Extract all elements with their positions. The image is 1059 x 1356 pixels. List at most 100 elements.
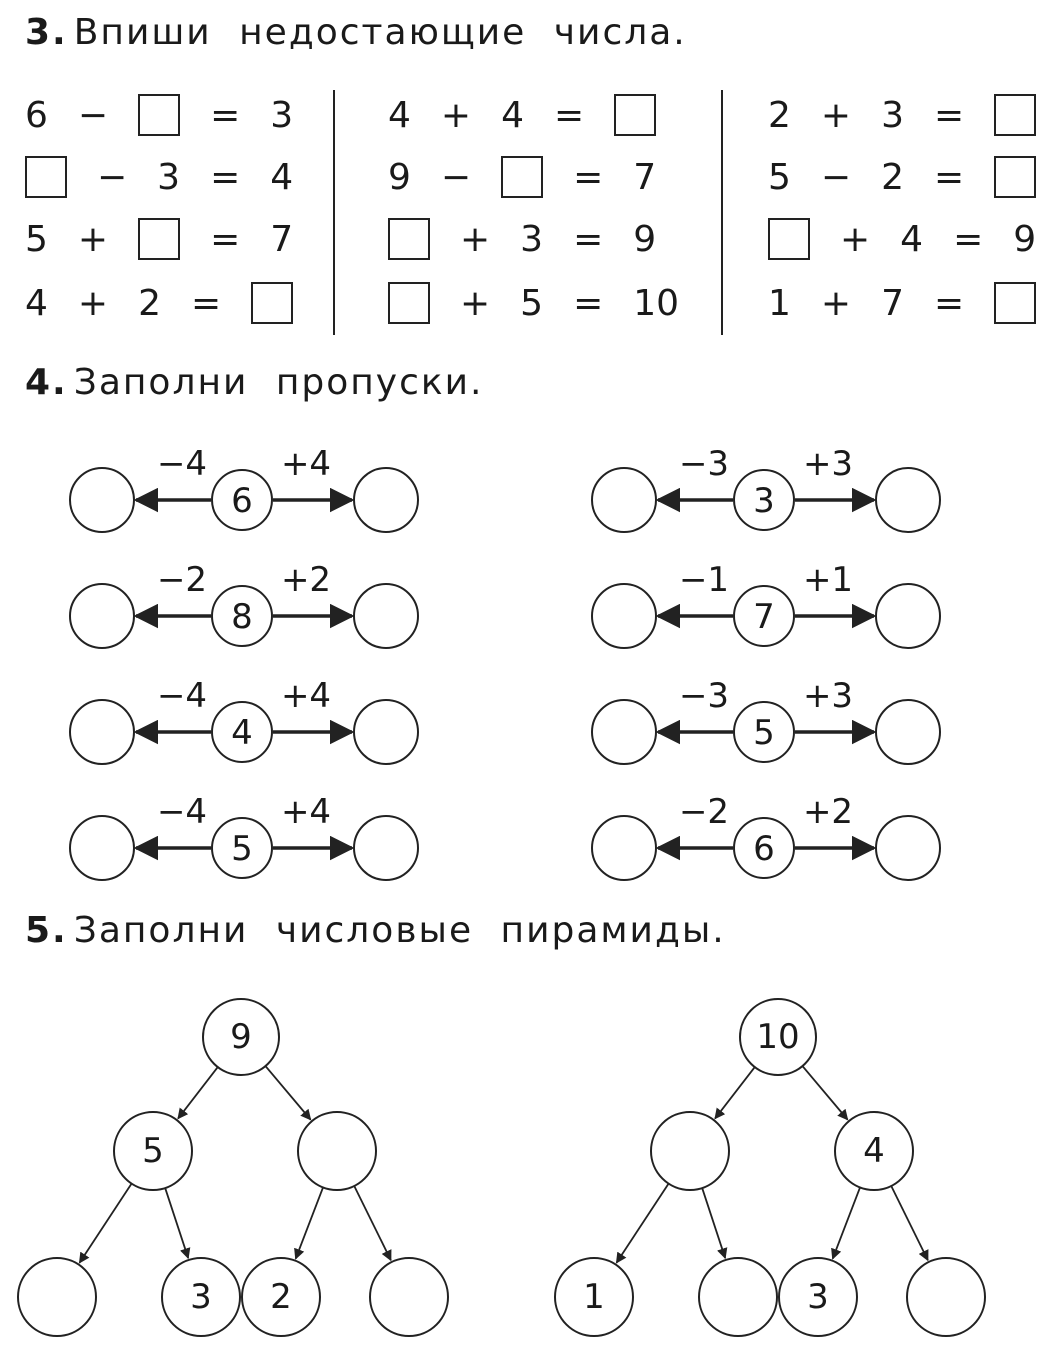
answer-circle[interactable] [353, 699, 419, 765]
pyramid-arrow [801, 1065, 849, 1121]
operator: = [210, 218, 241, 260]
answer-box[interactable] [994, 282, 1037, 324]
answer-box[interactable] [388, 282, 430, 324]
answer-circle[interactable] [353, 467, 419, 533]
task3-number: 3. [25, 12, 68, 53]
operator: = [933, 282, 965, 324]
number: 5 [520, 282, 544, 324]
pyramid-top-circle [202, 998, 280, 1076]
answer-circle[interactable] [875, 467, 941, 533]
pyramid-arrow [294, 1187, 324, 1260]
task4-title: 4.Заполни пропуски. [25, 362, 483, 403]
number: 9 [633, 218, 657, 260]
plus-label: +3 [803, 676, 853, 716]
center-circle [733, 817, 795, 879]
operator: = [953, 218, 984, 260]
task5-number: 5. [25, 910, 68, 951]
pyramid-circle [161, 1257, 241, 1337]
task5-title-text: Заполни числовые пирамиды. [73, 910, 726, 951]
answer-box[interactable] [25, 156, 67, 198]
number: 2 [881, 156, 904, 198]
pyramid-top-number: 10 [756, 1017, 799, 1057]
answer-box[interactable] [251, 282, 294, 324]
operator: = [573, 218, 604, 260]
answer-circle[interactable] [875, 699, 941, 765]
pyramid-arrow [714, 1066, 756, 1120]
minus-label: −3 [679, 676, 729, 716]
pyramid-arrow [615, 1183, 670, 1264]
answer-circle[interactable] [591, 699, 657, 765]
center-circle [211, 817, 273, 879]
number: 3 [520, 218, 544, 260]
plus-label: +4 [281, 792, 331, 832]
equation-row: 2+3= [768, 90, 1037, 140]
answer-box[interactable] [614, 94, 657, 136]
equation-row: 9−=7 [388, 152, 656, 202]
operator: + [840, 218, 871, 260]
center-number: 8 [231, 597, 253, 637]
pyramid-top-number: 9 [230, 1017, 252, 1057]
pyramid-arrow [177, 1066, 219, 1120]
center-circle [211, 585, 273, 647]
answer-box[interactable] [138, 94, 181, 136]
answer-circle[interactable] [875, 583, 941, 649]
answer-circle[interactable] [69, 699, 135, 765]
answer-box[interactable] [388, 218, 430, 260]
plus-label: +4 [281, 676, 331, 716]
answer-circle[interactable] [591, 583, 657, 649]
operator: + [820, 282, 852, 324]
number: 3 [157, 156, 181, 198]
equation-row: 4+4= [388, 90, 657, 140]
center-circle [733, 701, 795, 763]
equation-row: +4=9 [768, 214, 1036, 264]
answer-box[interactable] [138, 218, 181, 260]
plus-label: +2 [803, 792, 853, 832]
center-number: 6 [753, 829, 775, 869]
answer-box[interactable] [994, 156, 1037, 198]
operator: = [210, 94, 241, 136]
pyramid-arrow [264, 1065, 312, 1121]
answer-box[interactable] [768, 218, 810, 260]
operator: + [820, 94, 852, 136]
number: 4 [25, 282, 48, 324]
number: 1 [768, 282, 791, 324]
answer-circle[interactable] [297, 1111, 377, 1191]
answer-circle[interactable] [353, 815, 419, 881]
operator: − [77, 94, 109, 136]
task3-title: 3.Впиши недостающие числа. [25, 12, 687, 53]
answer-circle[interactable] [17, 1257, 97, 1337]
number: 9 [388, 156, 411, 198]
answer-circle[interactable] [353, 583, 419, 649]
answer-circle[interactable] [69, 815, 135, 881]
answer-circle[interactable] [69, 583, 135, 649]
pyramid-arrow [78, 1183, 133, 1264]
answer-box[interactable] [994, 94, 1037, 136]
task4-number: 4. [25, 362, 68, 403]
equation-row: +3=9 [388, 214, 656, 264]
column-divider [721, 90, 723, 335]
answer-circle[interactable] [875, 815, 941, 881]
answer-circle[interactable] [906, 1257, 986, 1337]
number: 6 [25, 94, 48, 136]
pyramid-number: 3 [807, 1277, 829, 1317]
minus-label: −4 [157, 792, 207, 832]
number: 7 [881, 282, 904, 324]
task5-title: 5.Заполни числовые пирамиды. [25, 910, 726, 951]
pyramid-circle [113, 1111, 193, 1191]
answer-circle[interactable] [591, 467, 657, 533]
answer-circle[interactable] [650, 1111, 730, 1191]
pyramid-arrow [831, 1187, 861, 1260]
equation-row: 6−=3 [25, 90, 293, 140]
answer-circle[interactable] [369, 1257, 449, 1337]
task3-title-text: Впиши недостающие числа. [73, 12, 687, 53]
number: 5 [25, 218, 48, 260]
answer-circle[interactable] [591, 815, 657, 881]
answer-box[interactable] [501, 156, 544, 198]
center-number: 6 [231, 481, 253, 521]
center-number: 3 [753, 481, 775, 521]
number: 10 [633, 282, 680, 324]
pyramid-arrow [353, 1185, 392, 1262]
answer-circle[interactable] [69, 467, 135, 533]
answer-circle[interactable] [698, 1257, 778, 1337]
